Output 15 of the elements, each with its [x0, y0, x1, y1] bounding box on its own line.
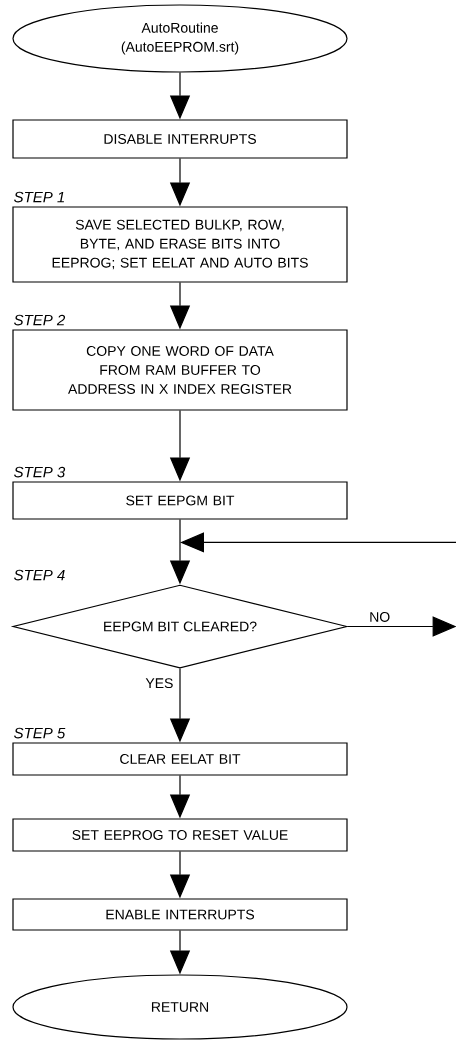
edge-label: YES	[144, 677, 175, 690]
step-label: STEP 5	[14, 727, 66, 739]
process-box: CLEAR EELAT BIT	[12, 742, 348, 776]
process-box: ENABLE INTERRUPTS	[12, 898, 348, 931]
process-box: SAVE SELECTED BULKP, ROW, BYTE, AND ERASE BITS INTO EEPROG; SET EELAT AND AUTO BITS	[12, 206, 348, 283]
process-box: SET EEPROG TO RESET VALUE	[12, 818, 348, 852]
step-label: STEP 3	[14, 466, 66, 478]
step-label: STEP 2	[14, 314, 66, 326]
process-box: SET EEPGM BIT	[12, 481, 348, 520]
edge-label: NO	[368, 611, 392, 623]
step-label: STEP 4	[14, 569, 65, 581]
process-box: DISABLE INTERRUPTS	[12, 119, 348, 159]
process-box: COPY ONE WORD OF DATA FROM RAM BUFFER TO ADDRESS IN X INDEX REGISTER	[12, 329, 348, 411]
arrow	[180, 532, 456, 553]
step-label: STEP 1	[14, 191, 64, 203]
